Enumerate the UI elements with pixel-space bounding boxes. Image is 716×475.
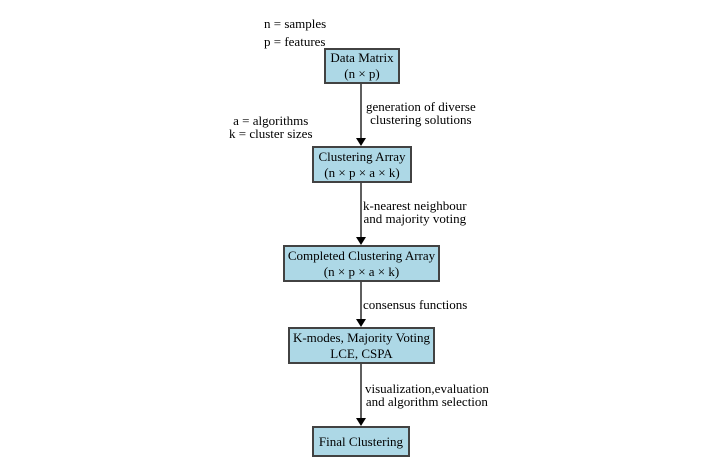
node-clustering-array: Clustering Array (n × p × a × k) [312, 146, 412, 183]
arrowhead-down-icon [356, 319, 366, 327]
connector-line [360, 84, 362, 138]
node-label: Data Matrix [330, 50, 394, 65]
annotation-line-features: p = features [264, 34, 326, 49]
node-data-matrix: Data Matrix (n × p) [324, 48, 400, 84]
arrowhead-down-icon [356, 237, 366, 245]
node-completed-clustering-array: Completed Clustering Array (n × p × a × … [283, 245, 440, 282]
node-sublabel: LCE, CSPA [330, 345, 393, 361]
edge-label-knn-voting: k-nearest neighbour and majority voting [363, 199, 467, 225]
node-sublabel: (n × p) [344, 66, 380, 81]
node-final-clustering: Final Clustering [312, 426, 410, 457]
node-sublabel: (n × p × a × k) [323, 263, 400, 279]
annotation-samples-features: n = samples p = features [264, 15, 326, 51]
node-label: Final Clustering [318, 433, 404, 449]
connector-line [360, 183, 362, 237]
edge-label-consensus-functions: consensus functions [363, 298, 467, 311]
annotation-line-samples: n = samples [264, 16, 327, 31]
edge-label-line: consensus functions [363, 297, 468, 312]
node-consensus-methods: K-modes, Majority Voting LCE, CSPA [288, 327, 435, 364]
edge-label-line: visualization,evaluation [365, 381, 489, 396]
connector-line [360, 364, 362, 418]
connector-line [360, 282, 362, 319]
edge-label-line: k-nearest neighbour [363, 198, 467, 213]
node-label: Completed Clustering Array [287, 247, 436, 263]
edge-label-line: generation of diverse [366, 99, 476, 114]
annotation-line-cluster-sizes: k = cluster sizes [229, 126, 313, 141]
node-label: K-modes, Majority Voting [292, 329, 431, 345]
edge-label-visualization-selection: visualization,evaluation and algorithm s… [365, 382, 489, 408]
node-sublabel: (n × p × a × k) [324, 164, 400, 180]
arrowhead-down-icon [356, 418, 366, 426]
edge-label-line: clustering solutions [370, 112, 472, 127]
node-label: Clustering Array [318, 148, 406, 164]
edge-label-line: and algorithm selection [365, 394, 488, 409]
edge-label-line: and majority voting [363, 211, 467, 226]
annotation-algorithms-clusters: a = algorithms k = cluster sizes [229, 114, 313, 140]
arrowhead-down-icon [356, 138, 366, 146]
annotation-line-algorithms: a = algorithms [233, 113, 309, 128]
edge-label-generation: generation of diverse clustering solutio… [366, 100, 476, 126]
